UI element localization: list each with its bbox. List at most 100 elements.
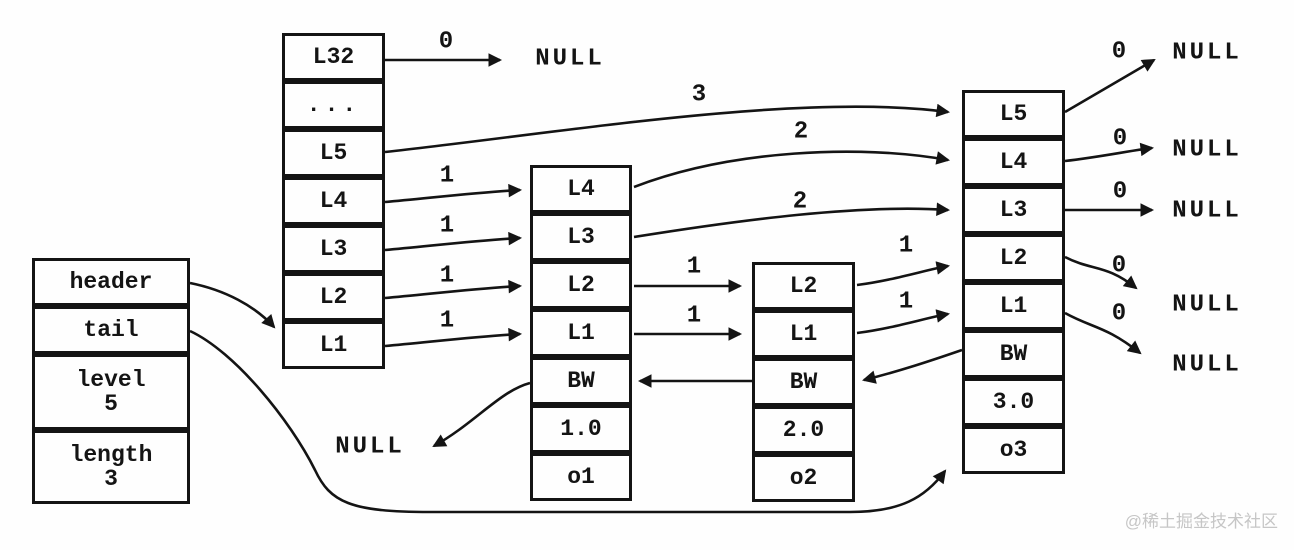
node1-bw-label: BW (567, 367, 595, 394)
node1-cell-l2: L2 (530, 261, 632, 309)
node3-l3-label: L3 (999, 196, 1028, 223)
null-label-right-l4: NULL (1172, 136, 1242, 164)
null-label-right-l3: NULL (1172, 197, 1242, 225)
span-label-node2-l2: 1 (898, 232, 914, 260)
struct-cell-tail: tail (32, 306, 190, 354)
header-cell-l1: L1 (282, 321, 385, 369)
span-label-node1-l1: 1 (686, 302, 702, 330)
header-level-column: L32 ... L5 L4 L3 L2 L1 (282, 33, 385, 369)
null-label-top: NULL (535, 45, 605, 73)
node3-cell-l1: L1 (962, 282, 1065, 330)
span-label-node1-l3: 2 (792, 188, 808, 216)
struct-cell-length: length 3 (32, 430, 190, 504)
node2-l2-label: L2 (789, 272, 818, 299)
arrow-header-l5-to-node3 (384, 103, 951, 154)
arrow-node1-bw-to-null (432, 381, 531, 448)
header-cell-l2: L2 (282, 273, 385, 321)
struct-length-label: length (69, 441, 153, 468)
span-label-node1-l4: 2 (793, 118, 809, 146)
span-label-header-l3: 1 (439, 212, 455, 240)
arrow-node3-l1-to-null (1064, 311, 1142, 355)
node2-cell-score: 2.0 (752, 406, 855, 454)
node3-column: L5 L4 L3 L2 L1 BW 3.0 o3 (962, 90, 1065, 474)
node1-obj-label: o1 (567, 463, 595, 490)
arrow-node3-l5-to-null (1064, 58, 1156, 114)
node1-cell-l3: L3 (530, 213, 632, 261)
node3-l5-label: L5 (999, 100, 1028, 127)
header-l32-label: L32 (312, 43, 355, 70)
node1-l2-label: L2 (567, 271, 595, 298)
header-cell-l32: L32 (282, 33, 385, 81)
struct-cell-header: header (32, 258, 190, 306)
span-label-node3-l2: 0 (1111, 252, 1127, 280)
header-l1-label: L1 (319, 331, 348, 358)
header-cell-l4: L4 (282, 177, 385, 225)
node3-l2-label: L2 (999, 244, 1028, 271)
span-label-header-l1: 1 (439, 307, 455, 335)
arrow-node1-l3-to-node3 (633, 202, 951, 239)
node1-cell-score: 1.0 (530, 405, 632, 453)
node3-l4-label: L4 (999, 148, 1028, 175)
arrow-node2-l1-to-node3 (856, 309, 950, 335)
node2-cell-obj: o2 (752, 454, 855, 502)
null-label-bw: NULL (335, 433, 405, 461)
node1-cell-bw: BW (530, 357, 632, 405)
span-label-node3-l1: 0 (1111, 300, 1127, 328)
header-l4-label: L4 (319, 187, 348, 214)
node2-bw-label: BW (789, 368, 818, 395)
header-cell-ellipsis: ... (282, 81, 385, 129)
header-cell-l5: L5 (282, 129, 385, 177)
watermark: @稀土掘金技术社区 (1124, 512, 1278, 531)
null-label-right-l2: NULL (1172, 291, 1242, 319)
span-label-node3-l4: 0 (1112, 125, 1128, 153)
node3-l1-label: L1 (999, 292, 1028, 319)
node2-obj-label: o2 (789, 464, 818, 491)
header-cell-l3: L3 (282, 225, 385, 273)
node1-l1-label: L1 (567, 319, 595, 346)
arrow-node1-l4-to-node3 (633, 150, 950, 189)
node2-cell-l2: L2 (752, 262, 855, 310)
node1-l4-label: L4 (567, 175, 595, 202)
header-l5-label: L5 (319, 139, 348, 166)
node2-cell-bw: BW (752, 358, 855, 406)
node1-score-label: 1.0 (560, 415, 602, 442)
arrow-header-l1-to-node1 (384, 327, 523, 348)
arrow-node2-l2-to-node3 (856, 261, 950, 287)
node2-l1-label: L1 (789, 320, 818, 347)
arrow-node3-l4-to-null (1064, 142, 1155, 163)
span-label-header-l5: 3 (691, 81, 707, 109)
arrow-node3-bw-to-node2 (862, 348, 963, 384)
node1-column: L4 L3 L2 L1 BW 1.0 o1 (530, 165, 632, 501)
arrow-tail-pointer (189, 329, 947, 514)
null-label-right-l5: NULL (1172, 39, 1242, 67)
node1-l3-label: L3 (567, 223, 595, 250)
span-label-header-l2: 1 (439, 262, 455, 290)
arrow-header-l3-to-node1 (384, 231, 523, 252)
struct-length-value: 3 (104, 466, 118, 492)
node2-cell-l1: L1 (752, 310, 855, 358)
node3-cell-l2: L2 (962, 234, 1065, 282)
span-label-node3-l3: 0 (1112, 178, 1128, 206)
arrow-header-pointer (189, 281, 276, 329)
span-label-header-l4: 1 (439, 162, 455, 190)
span-label-node3-l5: 0 (1111, 38, 1127, 66)
node3-bw-label: BW (999, 340, 1028, 367)
struct-level-label: level (76, 366, 146, 393)
node3-cell-bw: BW (962, 330, 1065, 378)
node3-score-label: 3.0 (992, 388, 1035, 415)
struct-cell-level: level 5 (32, 354, 190, 430)
node3-cell-obj: o3 (962, 426, 1065, 474)
header-l3-label: L3 (319, 235, 348, 262)
node3-cell-l5: L5 (962, 90, 1065, 138)
node2-column: L2 L1 BW 2.0 o2 (752, 262, 855, 502)
span-label-node1-l2: 1 (686, 253, 702, 281)
span-label-l32: 0 (438, 28, 454, 56)
arrow-header-l4-to-node1 (384, 183, 523, 204)
node3-cell-l3: L3 (962, 186, 1065, 234)
header-l2-label: L2 (319, 283, 348, 310)
node3-cell-score: 3.0 (962, 378, 1065, 426)
node1-cell-l1: L1 (530, 309, 632, 357)
node2-score-label: 2.0 (782, 416, 825, 443)
